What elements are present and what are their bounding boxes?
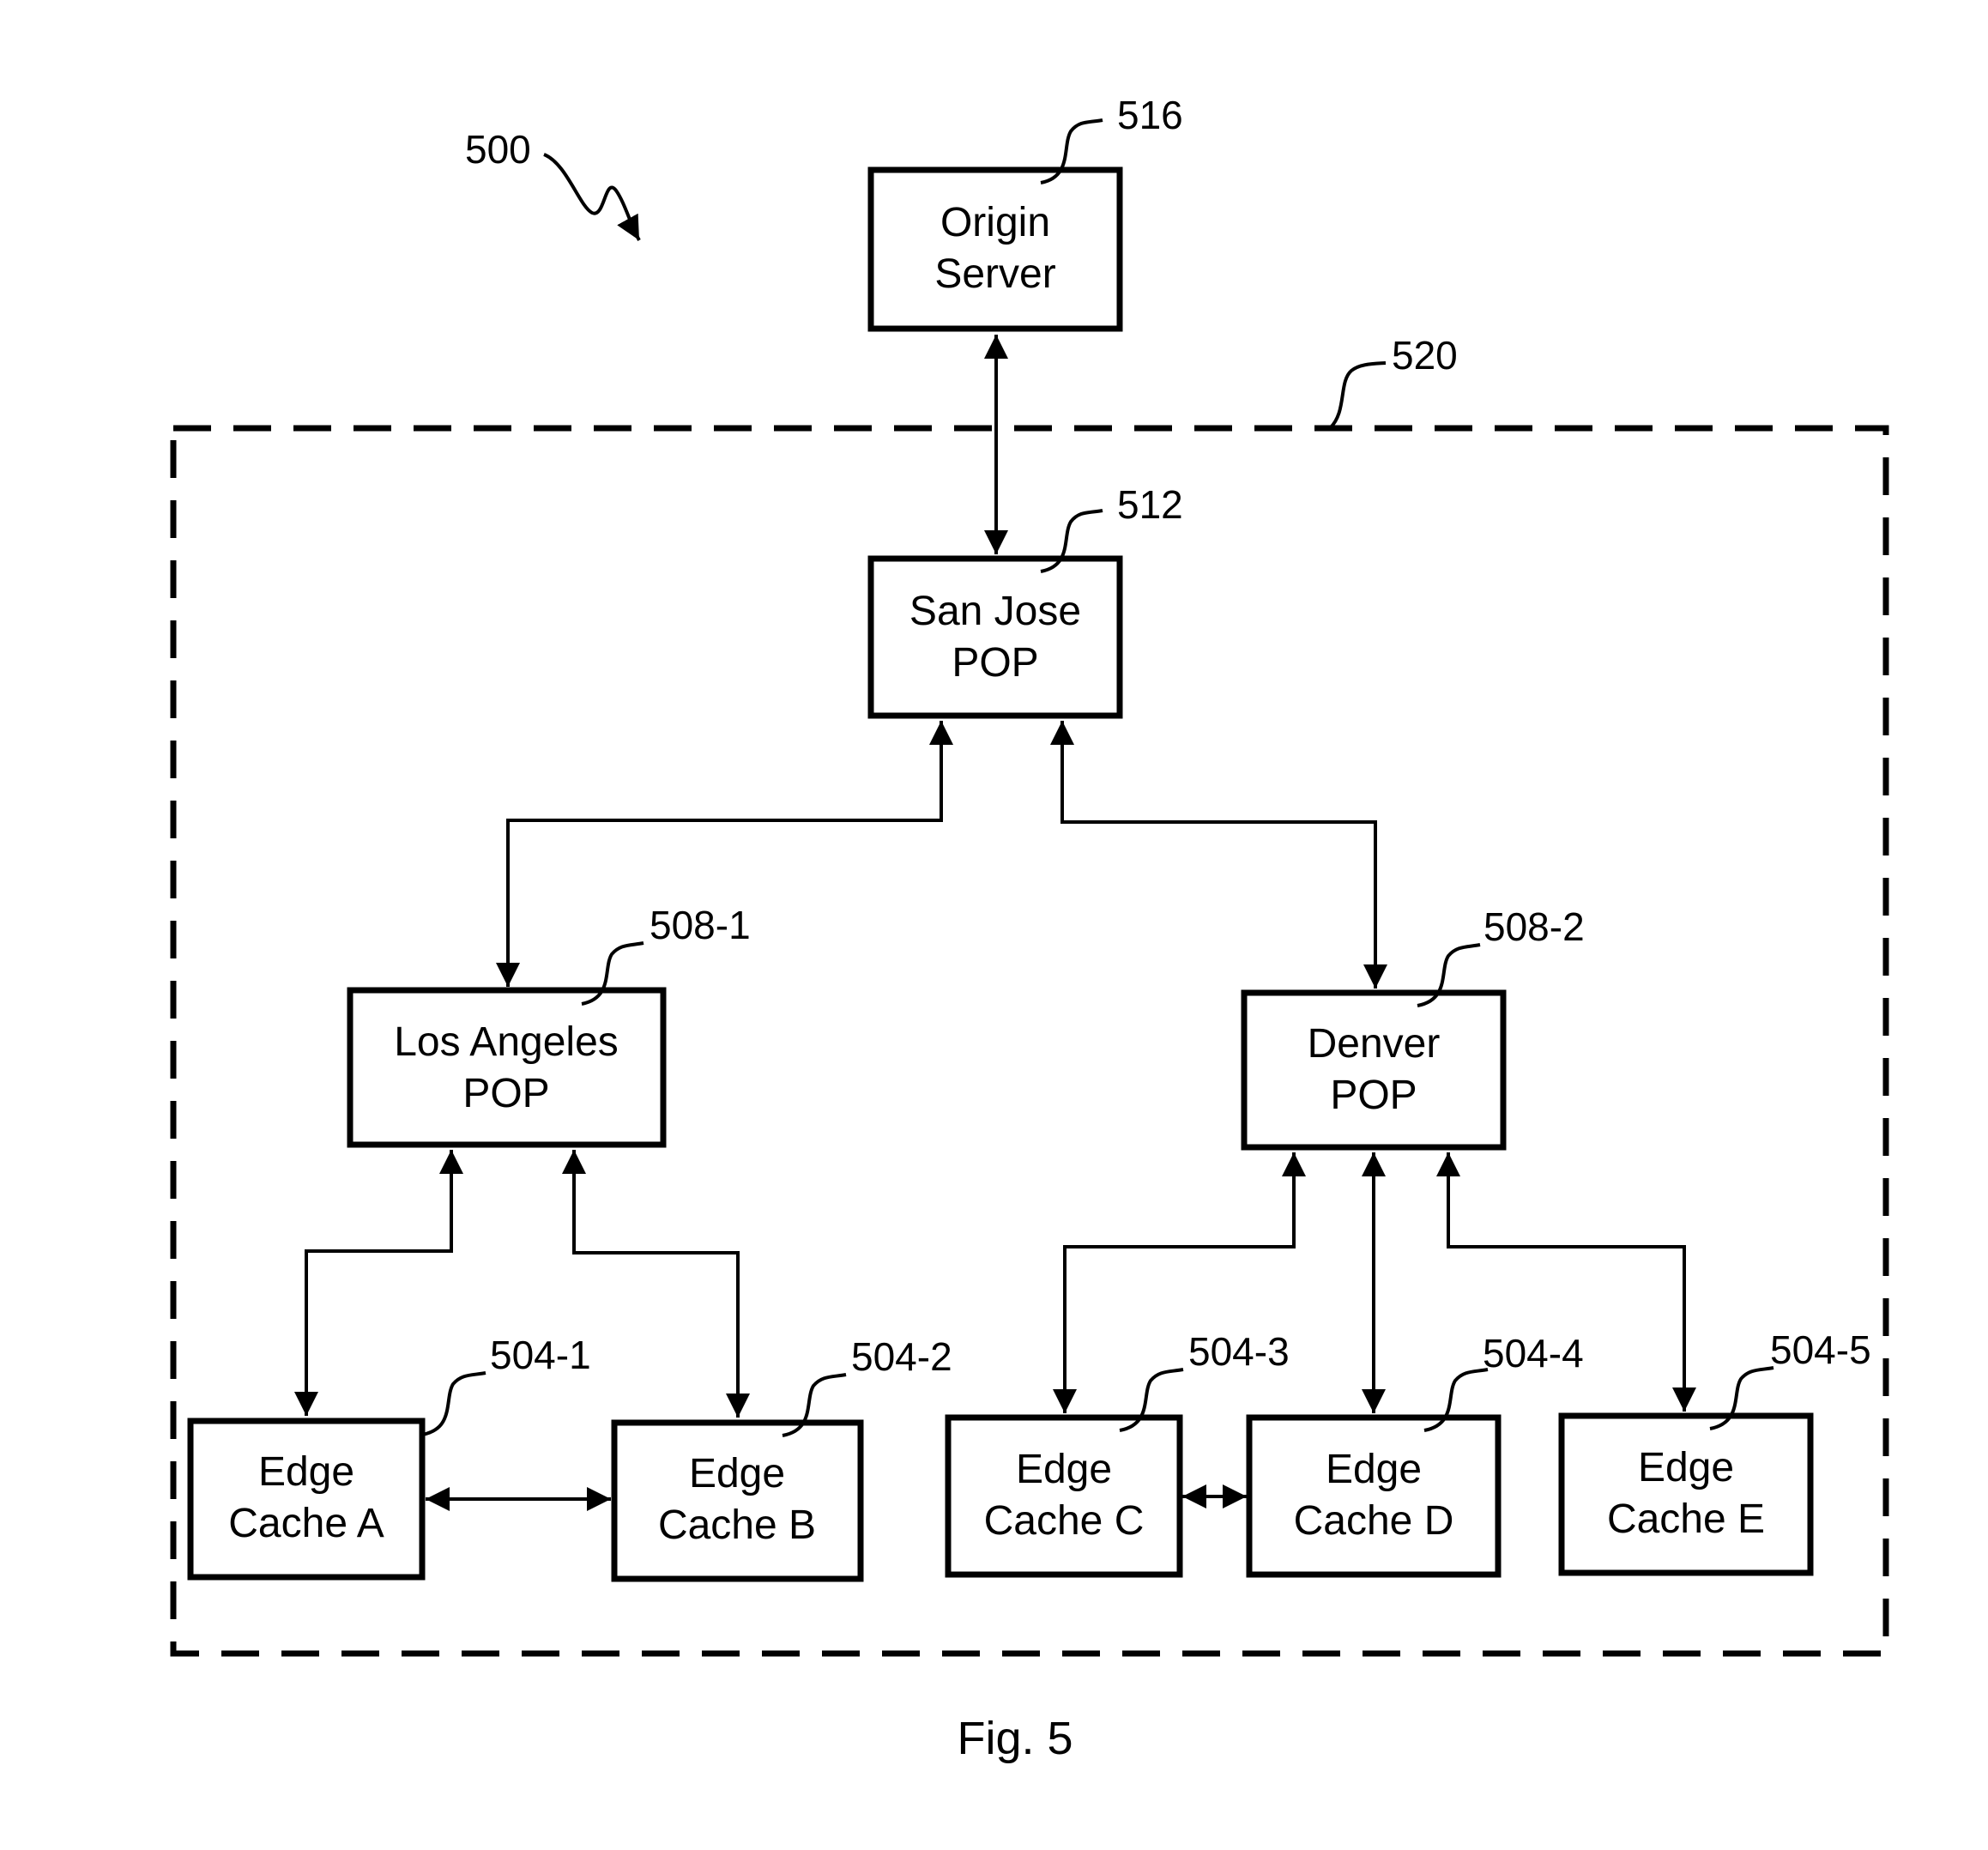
leader-500-arrow [544,154,639,240]
node-edgec-line2: Cache C [984,1498,1145,1544]
connections [306,335,1684,1499]
node-edge-cache-e: Edge Cache E [1562,1416,1810,1573]
node-origin-line1: Origin [940,200,1050,245]
node-edgeb-line1: Edge [689,1451,785,1496]
node-sanjose-line2: POP [952,640,1038,686]
ref-520: 520 [1392,333,1458,378]
conn-la-edgeb [574,1150,738,1418]
node-origin-line2: Server [934,251,1055,297]
node-edgea-line2: Cache A [228,1501,384,1546]
ref-504-3: 504-3 [1188,1329,1290,1374]
node-origin-server: Origin Server [871,170,1120,329]
node-san-jose-pop: San Jose POP [871,559,1120,716]
ref-504-4: 504-4 [1483,1331,1584,1375]
node-edge-cache-a: Edge Cache A [190,1421,422,1577]
ref-508-1: 508-1 [650,903,751,947]
node-edge-cache-c: Edge Cache C [948,1418,1180,1575]
ref-508-2: 508-2 [1483,904,1585,949]
ref-504-2: 504-2 [851,1334,952,1379]
node-denver-line2: POP [1330,1073,1417,1118]
node-edge-cache-b: Edge Cache B [614,1423,861,1579]
node-edge-cache-d: Edge Cache D [1249,1418,1498,1575]
ref-500: 500 [465,127,531,172]
node-la-line1: Los Angeles [394,1019,619,1065]
figure-caption: Fig. 5 [957,1713,1073,1764]
reference-labels: 500 516 520 512 508-1 508-2 504-1 504-2 … [465,93,1871,1379]
node-edgee-line2: Cache E [1607,1496,1765,1542]
ref-512: 512 [1117,482,1183,527]
node-denver-pop: Denver POP [1244,993,1503,1147]
conn-la-edgea [306,1150,451,1416]
node-edgee-line1: Edge [1638,1445,1734,1490]
node-edged-line2: Cache D [1294,1498,1454,1544]
ref-504-5: 504-5 [1770,1327,1871,1372]
ref-504-1: 504-1 [490,1333,591,1377]
node-edgec-line1: Edge [1016,1447,1112,1492]
node-la-line2: POP [462,1071,549,1116]
conn-denver-edgec [1065,1152,1294,1413]
node-edged-line1: Edge [1326,1447,1422,1492]
conn-sanjose-denver [1062,721,1375,988]
ref-516: 516 [1117,93,1183,137]
leader-520 [1330,363,1386,428]
node-sanjose-line1: San Jose [909,589,1081,634]
leader-504-1 [422,1373,486,1435]
node-edgeb-line2: Cache B [658,1502,816,1548]
node-los-angeles-pop: Los Angeles POP [350,990,663,1145]
node-edgea-line1: Edge [258,1449,354,1495]
node-denver-line1: Denver [1308,1021,1441,1067]
